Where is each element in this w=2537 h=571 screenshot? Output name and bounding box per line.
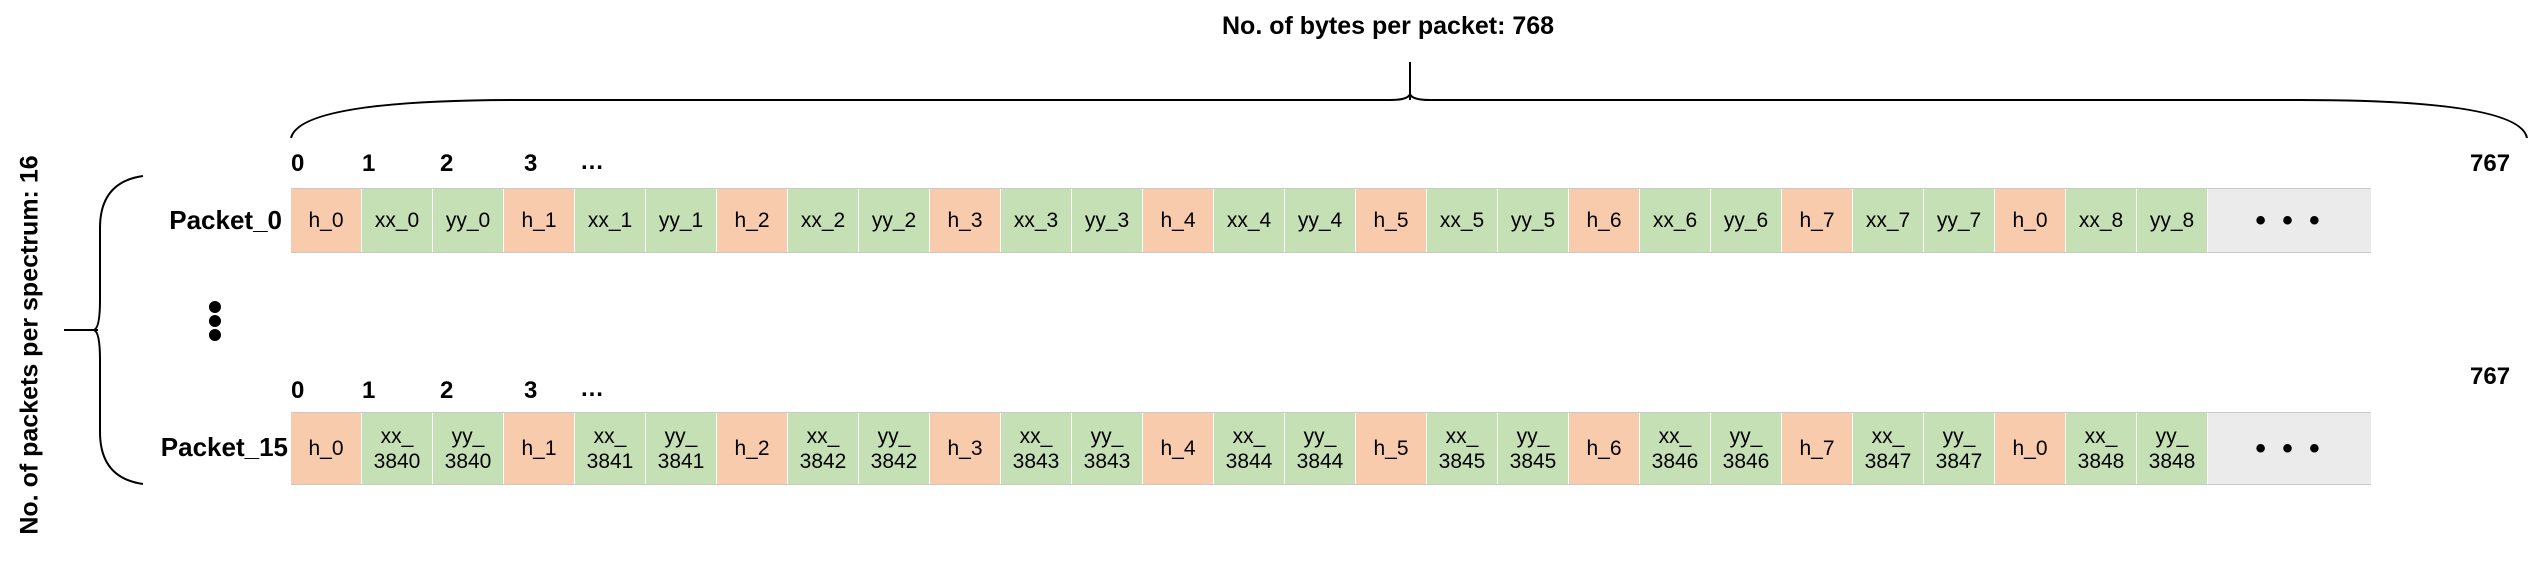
- packet-15-label: Packet_15: [160, 432, 288, 462]
- data-byte-cell: xx_8: [2066, 189, 2137, 252]
- header-byte-cell: h_4: [1143, 189, 1214, 252]
- data-byte-cell: yy_ 3843: [1072, 413, 1143, 484]
- header-byte-cell: h_7: [1782, 413, 1853, 484]
- top-brace: [290, 90, 2528, 139]
- byte-index-3-p15: 3: [524, 377, 538, 404]
- header-byte-cell: h_0: [291, 413, 362, 484]
- byte-index-ellipsis: …: [580, 148, 604, 175]
- data-byte-cell: xx_5: [1427, 189, 1498, 252]
- data-byte-cell: yy_ 3845: [1498, 413, 1569, 484]
- data-byte-cell: yy_1: [646, 189, 717, 252]
- header-byte-cell: h_1: [504, 413, 575, 484]
- header-byte-cell: h_5: [1356, 413, 1427, 484]
- vertical-ellipsis: • • •: [207, 283, 223, 358]
- data-byte-cell: xx_ 3846: [1640, 413, 1711, 484]
- data-byte-cell: yy_0: [433, 189, 504, 252]
- data-byte-cell: yy_2: [859, 189, 930, 252]
- data-byte-cell: yy_4: [1285, 189, 1356, 252]
- data-byte-cell: xx_4: [1214, 189, 1285, 252]
- data-byte-cell: xx_2: [788, 189, 859, 252]
- data-byte-cell: xx_ 3848: [2066, 413, 2137, 484]
- data-byte-cell: yy_6: [1711, 189, 1782, 252]
- data-byte-cell: yy_ 3840: [433, 413, 504, 484]
- data-byte-cell: yy_ 3844: [1285, 413, 1356, 484]
- header-byte-cell: h_0: [291, 189, 362, 252]
- header-byte-cell: h_0: [1995, 413, 2066, 484]
- data-byte-cell: yy_7: [1924, 189, 1995, 252]
- header-byte-cell: h_6: [1569, 189, 1640, 252]
- header-byte-cell: h_0: [1995, 189, 2066, 252]
- header-byte-cell: h_6: [1569, 413, 1640, 484]
- byte-index-1-p15: 1: [362, 377, 376, 404]
- byte-index-1: 1: [362, 150, 376, 177]
- header-byte-cell: h_3: [930, 413, 1001, 484]
- data-byte-cell: xx_ 3840: [362, 413, 433, 484]
- data-byte-cell: yy_8: [2137, 189, 2208, 252]
- header-byte-cell: h_1: [504, 189, 575, 252]
- data-byte-cell: yy_ 3841: [646, 413, 717, 484]
- data-byte-cell: xx_ 3844: [1214, 413, 1285, 484]
- header-byte-cell: h_7: [1782, 189, 1853, 252]
- header-byte-cell: h_2: [717, 413, 788, 484]
- data-byte-cell: xx_6: [1640, 189, 1711, 252]
- data-byte-cell: xx_3: [1001, 189, 1072, 252]
- packets-per-spectrum-label: No. of packets per spectrum: 16: [15, 155, 44, 535]
- data-byte-cell: yy_ 3848: [2137, 413, 2208, 484]
- data-byte-cell: yy_ 3846: [1711, 413, 1782, 484]
- more-bytes-cell: • • •: [2208, 413, 2371, 484]
- data-byte-cell: xx_ 3847: [1853, 413, 1924, 484]
- bytes-per-packet-title: No. of bytes per packet: 768: [1222, 12, 1555, 40]
- data-byte-cell: yy_ 3847: [1924, 413, 1995, 484]
- data-byte-cell: yy_3: [1072, 189, 1143, 252]
- byte-index-2-p15: 2: [440, 377, 454, 404]
- byte-index-767-p15: 767: [2470, 363, 2511, 390]
- packet-0-label: Packet_0: [169, 205, 282, 235]
- byte-index-0-p15: 0: [291, 377, 305, 404]
- data-byte-cell: xx_0: [362, 189, 433, 252]
- more-bytes-cell: • • •: [2208, 189, 2371, 252]
- header-byte-cell: h_4: [1143, 413, 1214, 484]
- byte-index-3: 3: [524, 150, 538, 177]
- data-byte-cell: xx_ 3845: [1427, 413, 1498, 484]
- header-byte-cell: h_5: [1356, 189, 1427, 252]
- data-byte-cell: xx_ 3843: [1001, 413, 1072, 484]
- header-byte-cell: h_2: [717, 189, 788, 252]
- data-byte-cell: xx_1: [575, 189, 646, 252]
- byte-index-767: 767: [2470, 150, 2511, 177]
- data-byte-cell: xx_ 3842: [788, 413, 859, 484]
- data-byte-cell: yy_5: [1498, 189, 1569, 252]
- header-byte-cell: h_3: [930, 189, 1001, 252]
- byte-index-2: 2: [440, 150, 454, 177]
- data-byte-cell: yy_ 3842: [859, 413, 930, 484]
- byte-index-0: 0: [291, 150, 305, 177]
- data-byte-cell: xx_ 3841: [575, 413, 646, 484]
- byte-index-ellipsis-p15: …: [580, 375, 604, 402]
- data-byte-cell: xx_7: [1853, 189, 1924, 252]
